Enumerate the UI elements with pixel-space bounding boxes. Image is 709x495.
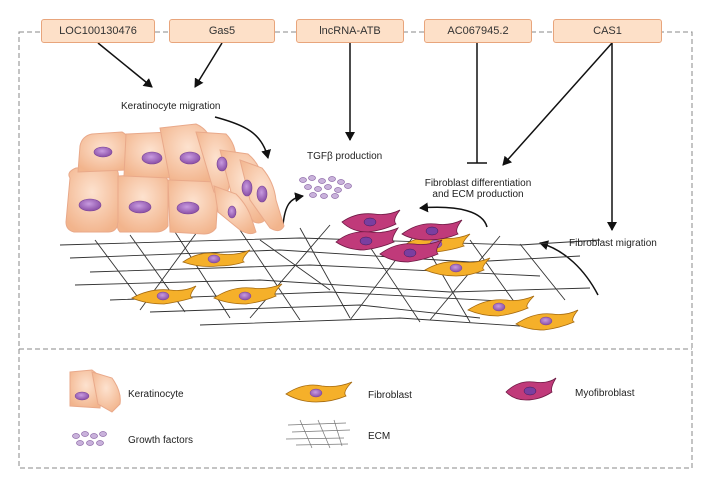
- legend-fibroblast-label: Fibroblast: [368, 390, 412, 401]
- lncrna-box-ac067945: AC067945.2: [424, 19, 532, 43]
- arrow-gas5-to-keratinocyte: [194, 42, 223, 88]
- keratinocyte-sheet: [65, 123, 285, 235]
- lncrna-box-loc100130476: LOC100130476: [41, 19, 155, 43]
- legend-growth-factors-icon: [72, 431, 107, 446]
- myofibroblast-cells: [335, 209, 463, 263]
- legend-growth-factors-label: Growth factors: [128, 435, 194, 446]
- regulation-arrows: [97, 42, 617, 296]
- arrow-loc-to-keratinocyte: [97, 42, 153, 88]
- legend-ecm-icon: [285, 419, 351, 449]
- legend-myofibroblast-icon: [505, 377, 557, 401]
- legend-ecm-label: ECM: [368, 431, 391, 442]
- label-fibroblast-differentiation: Fibroblast differentiation and ECM produ…: [398, 178, 558, 200]
- legend-fibroblast-icon: [285, 381, 353, 403]
- lncrna-box-cas1: CAS1: [553, 19, 662, 43]
- myofibroblast-nuclei: [359, 217, 439, 258]
- arrow-to-growth-factors: [282, 192, 304, 226]
- legend-myofibroblast-label: Myofibroblast: [575, 388, 635, 399]
- lncrna-box-gas5: Gas5: [169, 19, 275, 43]
- arrow-to-differentiation: [419, 202, 488, 228]
- keratinocyte-nuclei: [78, 146, 268, 219]
- label-keratinocyte-migration: Keratinocyte migration: [121, 101, 221, 112]
- label-fibroblast-migration: Fibroblast migration: [569, 238, 657, 249]
- arrow-fibroblast-migration-curve: [539, 240, 599, 296]
- lncrna-box-lncrna-atb: lncRNA-ATB: [296, 19, 404, 43]
- label-fibroblast-differentiation-line1: Fibroblast differentiation: [424, 178, 532, 189]
- arrow-migration-curve: [214, 116, 271, 159]
- label-tgfb-production: TGFβ production: [307, 151, 383, 162]
- arrow-cas1-to-differentiation: [502, 42, 613, 166]
- growth-factors-cluster: [299, 175, 352, 199]
- legend-keratinocyte-icon: [69, 369, 121, 413]
- label-fibroblast-differentiation-line2: and ECM production: [432, 189, 524, 200]
- legend-keratinocyte-label: Keratinocyte: [128, 389, 184, 400]
